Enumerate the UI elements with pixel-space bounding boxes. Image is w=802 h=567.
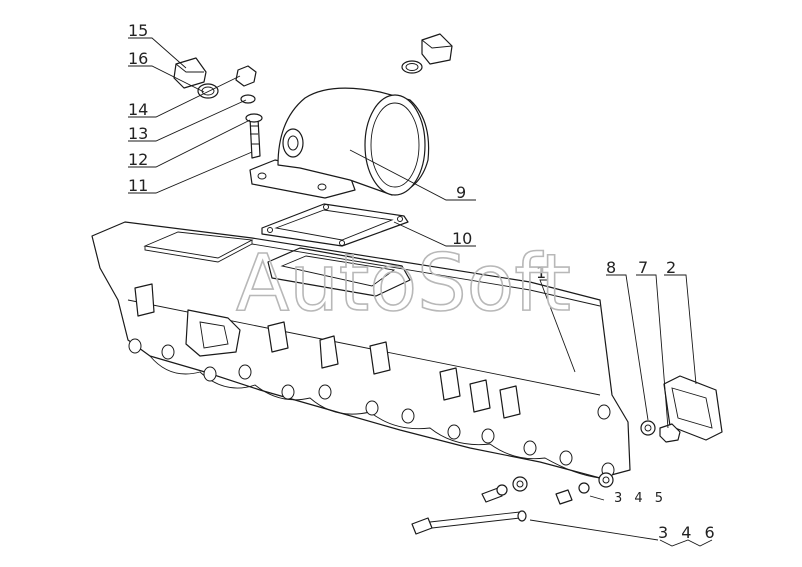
washer-upper-right [401, 60, 423, 74]
washer-8 [640, 420, 656, 436]
callout-12: 12 [128, 150, 148, 169]
callout-11: 11 [128, 176, 148, 195]
callout-15: 15 [128, 21, 148, 40]
callout-10: 10 [452, 229, 472, 248]
watermark-text: AutoSoft [236, 239, 571, 329]
nut-14 [235, 65, 257, 87]
callout-2: 2 [666, 258, 676, 277]
flange-gasket [261, 203, 409, 247]
callout-8: 8 [606, 258, 616, 277]
plug-7 [659, 423, 681, 443]
leader-lines [128, 37, 713, 547]
exhaust-manifold [91, 221, 631, 479]
callout-9: 9 [456, 183, 466, 202]
callout-3-4-6: 3 4 6 [658, 523, 719, 542]
outlet-elbow [249, 87, 430, 199]
callout-3-4-5: 3 4 5 [614, 491, 667, 506]
plug-upper-right [421, 33, 453, 65]
callout-1: 1 [536, 263, 546, 282]
callout-labels: 15 16 14 13 12 11 9 10 1 8 7 2 3 4 5 3 4… [128, 21, 719, 542]
callout-16: 16 [128, 49, 148, 68]
plug-15 [173, 57, 207, 89]
callout-13: 13 [128, 124, 148, 143]
callout-14: 14 [128, 100, 148, 119]
bolt-washer-set-345 [481, 472, 614, 505]
callout-7: 7 [638, 258, 648, 277]
long-bolt-346 [411, 510, 527, 535]
